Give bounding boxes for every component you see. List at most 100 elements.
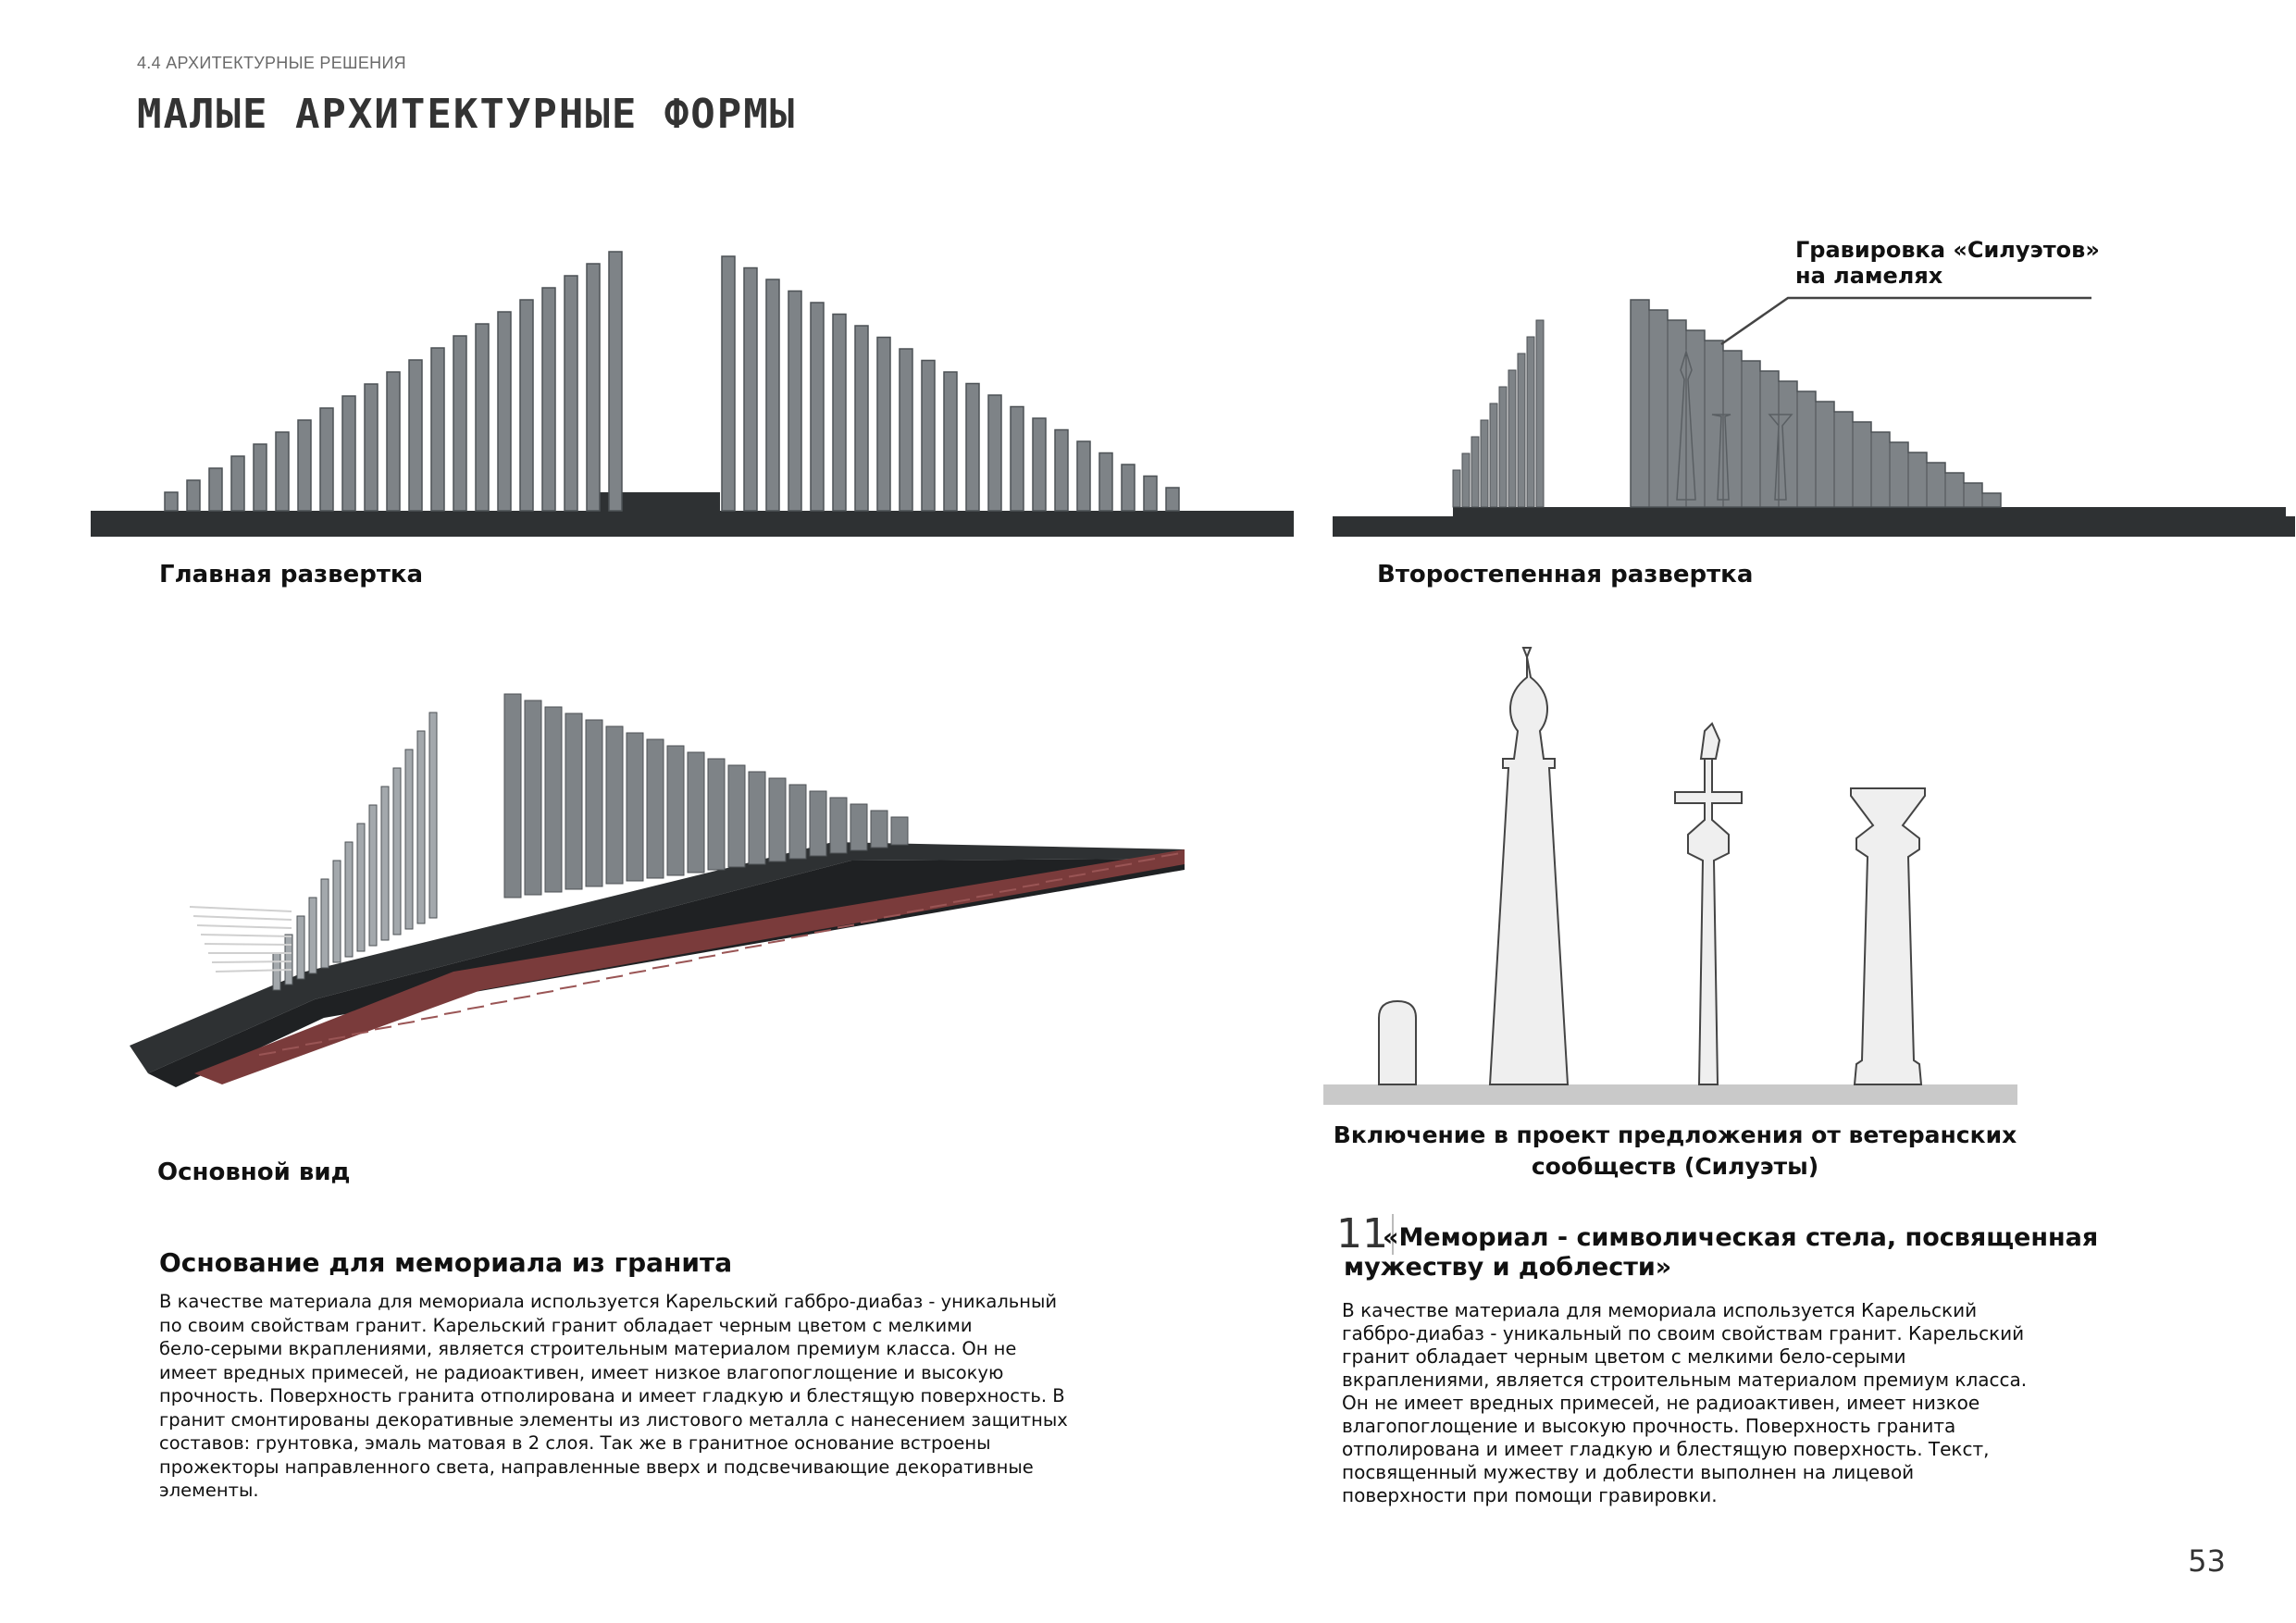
lamella-right [965, 382, 980, 512]
lamella-left [332, 860, 341, 963]
paving-texture [351, 1031, 369, 1035]
lamella-right [850, 803, 868, 851]
lamella-right [626, 732, 644, 882]
lamella-left [404, 749, 414, 930]
lamella-left [586, 263, 601, 512]
lamella-right [943, 371, 958, 512]
lamella-left [1526, 336, 1535, 508]
lamella-right [1143, 475, 1158, 512]
left-line-4: имеет вредных примесей, не радиоактивен,… [159, 1361, 1004, 1383]
paving-texture [813, 929, 832, 934]
paving-texture [837, 923, 855, 929]
gravestone-icon [1378, 999, 1417, 1085]
paving-texture [860, 919, 878, 923]
silhouettes-caption-line1: Включение в проект предложения от ветера… [1333, 1121, 2017, 1148]
lamella-right [987, 394, 1002, 512]
lamella-left [272, 952, 281, 991]
lamella-right [565, 712, 583, 890]
lamella-right [524, 700, 542, 896]
lamella-left [344, 841, 354, 958]
lamella-right [707, 758, 726, 871]
secondary-elevation-caption: Второстепенная развертка [1377, 561, 1754, 588]
paving-texture [975, 893, 994, 898]
lamella-right [1098, 452, 1113, 512]
paving-texture [999, 888, 1017, 893]
paving-texture [605, 974, 624, 980]
paving-texture [490, 1000, 508, 1005]
lamella-left [392, 767, 402, 935]
lamella-left [253, 443, 267, 512]
lamella-right [788, 290, 802, 512]
light-ray [215, 969, 292, 973]
lamella-right [666, 745, 685, 876]
lamella-left [320, 878, 329, 969]
lamella-right [1010, 405, 1024, 512]
red-granite-paving [194, 849, 1185, 1084]
right-line-1: В качестве материала для мемориала испол… [1342, 1299, 1978, 1321]
lamella-left [1452, 469, 1461, 508]
right-block-body: В качестве материала для мемориала испол… [1342, 1299, 2045, 1507]
right-line-5: Он не имеет вредных примесей, не радиоак… [1342, 1392, 1980, 1414]
lamella-left [1498, 386, 1508, 508]
paving-texture [906, 909, 925, 913]
lamella-right [768, 777, 787, 862]
lamella-left [564, 275, 578, 512]
paving-texture [721, 949, 739, 954]
lamella-right [1054, 428, 1069, 512]
lamella-left [230, 455, 245, 512]
lamella-left [308, 897, 317, 974]
paving-texture [420, 1015, 439, 1021]
paving-texture [559, 985, 577, 990]
lamella-left [1471, 436, 1480, 508]
main-view-caption: Основной вид [157, 1158, 351, 1186]
lamella-left [364, 383, 379, 512]
paving-texture [952, 898, 971, 903]
lamella-right [585, 719, 603, 887]
monument-icon [1674, 758, 1743, 1085]
right-block-heading-line2: мужеству и доблести» [1344, 1253, 1672, 1282]
lamella-right [809, 790, 827, 857]
paving-texture [1091, 868, 1110, 873]
paving-texture [767, 939, 786, 944]
lamella-right [748, 771, 766, 865]
paving-texture [1022, 883, 1040, 888]
lighthouse-icon [1488, 647, 1570, 1085]
right-line-6: влагопоглощение и высокую прочность. Пов… [1342, 1415, 1956, 1437]
page-title: МАЛЫЕ АРХИТЕКТУРНЫЕ ФОРМЫ [137, 91, 797, 138]
lamella-right [727, 764, 746, 868]
left-block-heading: Основание для мемориала из гранита [159, 1247, 733, 1278]
page-number: 53 [2188, 1543, 2226, 1579]
paving-texture [1137, 858, 1156, 862]
right-block-heading-line1: «Мемориал - символическая стела, посвяще… [1383, 1223, 2099, 1252]
light-ray [192, 915, 292, 921]
lamella-left [1480, 419, 1489, 508]
paving-texture [304, 1041, 323, 1046]
lamella-left [380, 786, 390, 941]
granite-base [1333, 516, 2295, 537]
lamella-right [810, 302, 825, 512]
lamella-left [497, 311, 512, 512]
light-ray [211, 960, 292, 963]
paving-texture [582, 980, 601, 985]
paving-texture [628, 970, 647, 974]
paving-texture [698, 954, 716, 960]
lamella-left [541, 287, 556, 512]
lamella-right [788, 784, 807, 860]
lamella-left [319, 407, 334, 512]
granite-slab [130, 842, 1185, 1073]
left-line-8: прожекторы направленного света, направле… [159, 1456, 1034, 1478]
paving-texture [328, 1035, 346, 1041]
lamella-right [876, 336, 891, 512]
engraved-monument-icon [1711, 414, 1731, 501]
left-line-7: составов: грунтовка, эмаль матовая в 2 с… [159, 1432, 991, 1454]
left-line-5: прочность. Поверхность гранита отполиров… [159, 1385, 1065, 1406]
light-ray [204, 943, 292, 946]
paving-texture [1045, 878, 1063, 883]
right-line-7: отполирована и имеет гладкую и блестящую… [1342, 1438, 1990, 1460]
lamella-right [1121, 464, 1136, 512]
paving-texture [374, 1025, 392, 1031]
right-line-2: габбро-диабаз - уникальный по своим свой… [1342, 1322, 2025, 1344]
left-block-body: В качестве материала для мемориала испол… [159, 1290, 1103, 1503]
lamella-left [430, 347, 445, 512]
silhouettes-drawing [1323, 647, 2017, 1105]
